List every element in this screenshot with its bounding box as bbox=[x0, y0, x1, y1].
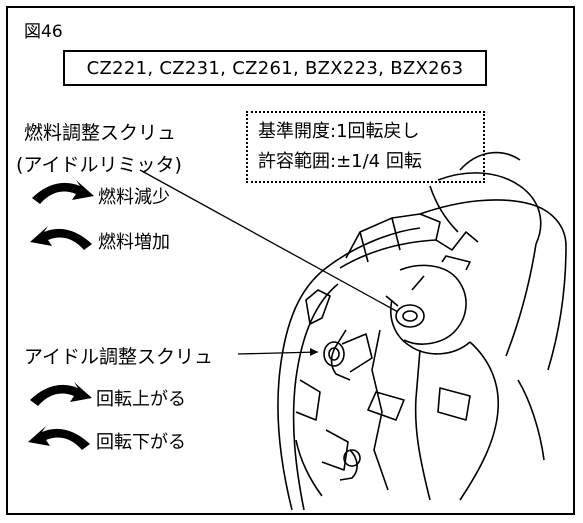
figure-frame bbox=[6, 6, 575, 515]
idle-speed-up-label: 回転上がる bbox=[96, 389, 186, 410]
figure-label: 図46 bbox=[24, 22, 63, 42]
model-list: CZ221, CZ231, CZ261, BZX223, BZX263 bbox=[86, 57, 464, 79]
idle-speed-down-label: 回転下がる bbox=[96, 432, 186, 453]
counterclockwise-arrow-icon bbox=[30, 226, 92, 250]
fuel-screw-title: 燃料調整スクリュ bbox=[24, 122, 177, 144]
spec-standard-opening: 基準開度:1回転戻し bbox=[258, 121, 420, 142]
fuel-increase-label: 燃料増加 bbox=[98, 232, 170, 253]
idle-screw-title: アイドル調整スクリュ bbox=[24, 346, 214, 368]
clockwise-arrow-icon bbox=[30, 382, 92, 406]
spec-tolerance: 許容範囲:±1/4 回転 bbox=[258, 151, 422, 172]
counterclockwise-arrow-icon bbox=[28, 426, 90, 450]
clockwise-arrow-icon bbox=[32, 180, 94, 204]
carburetor-drawing bbox=[277, 151, 567, 511]
fuel-screw-leader-line bbox=[139, 169, 399, 313]
idle-screw-leader-line bbox=[237, 351, 319, 355]
model-list-box: CZ221, CZ231, CZ261, BZX223, BZX263 bbox=[63, 50, 487, 86]
spec-box: 基準開度:1回転戻し 許容範囲:±1/4 回転 bbox=[246, 111, 485, 183]
fuel-decrease-label: 燃料減少 bbox=[98, 187, 170, 208]
